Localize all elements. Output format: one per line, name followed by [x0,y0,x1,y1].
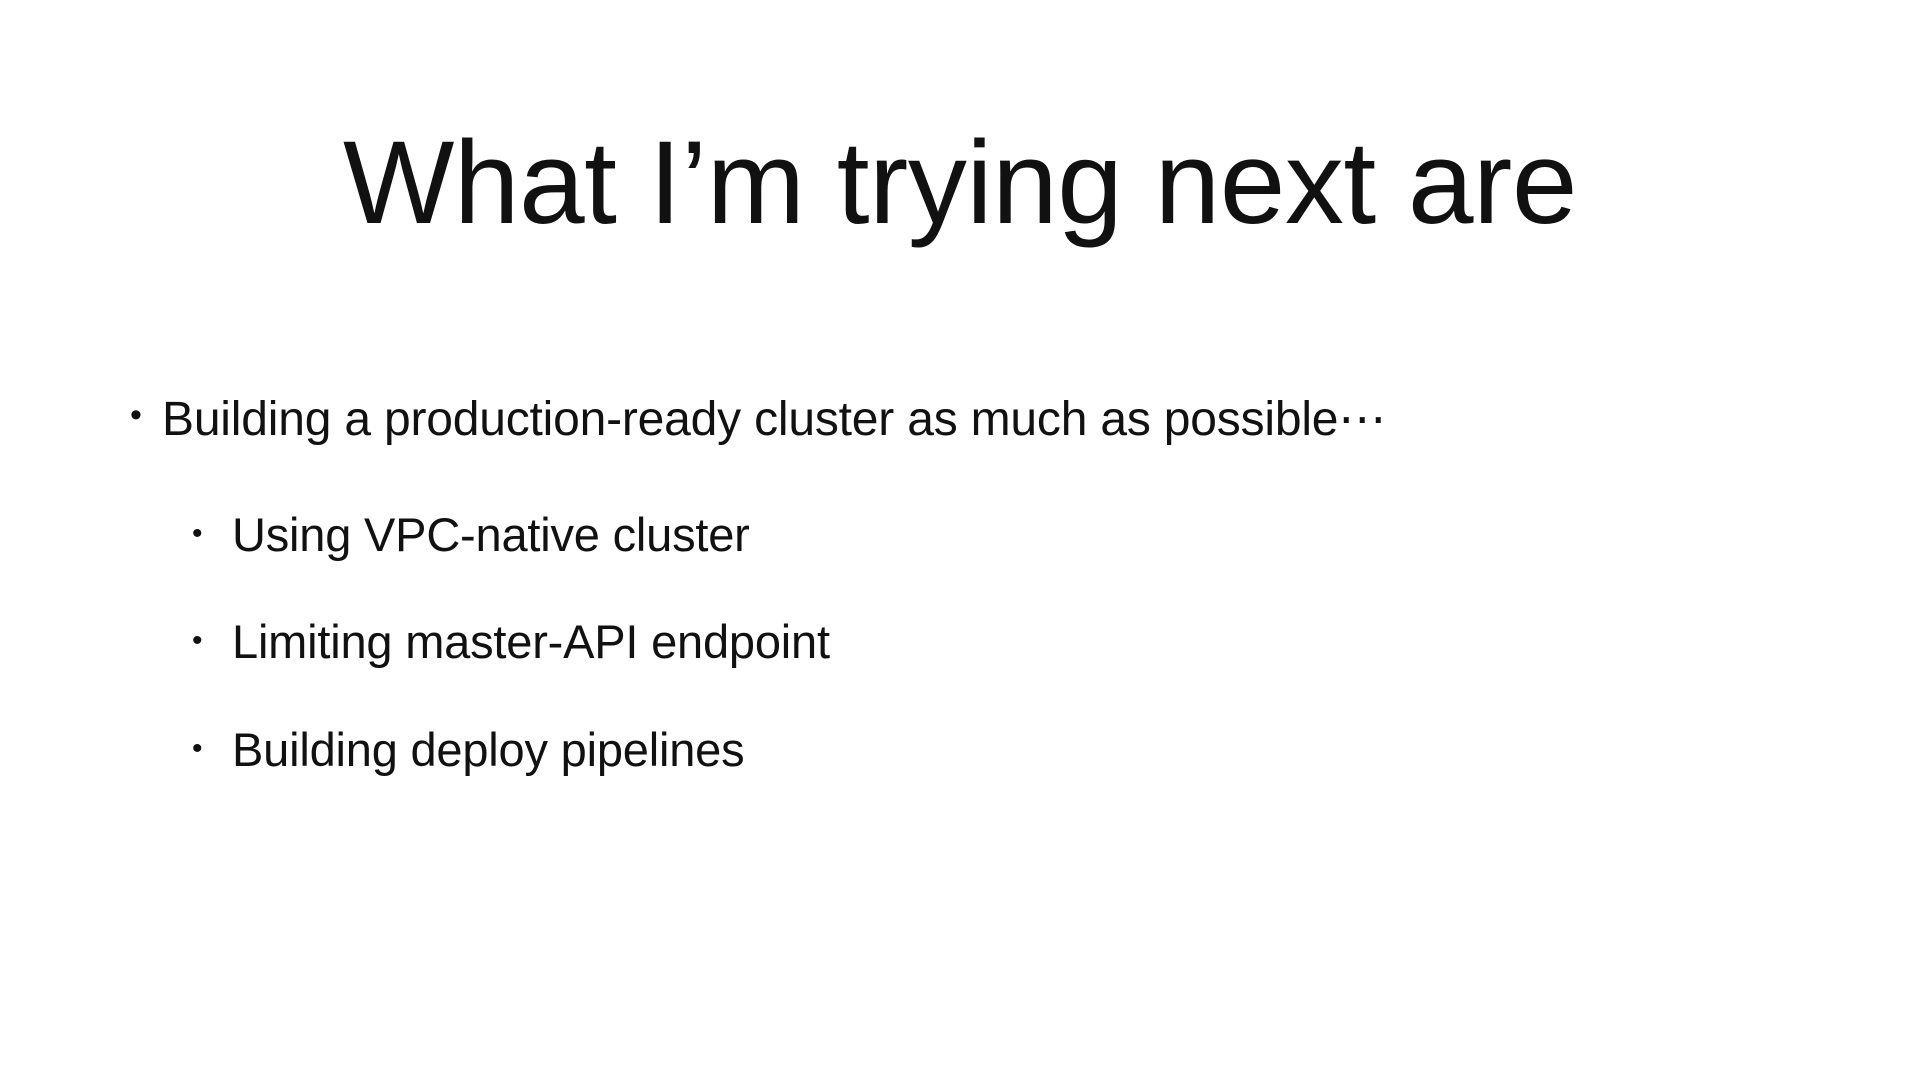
bullet-item-label: Using VPC-native cluster [232,507,750,561]
bullet-dot-icon: • [192,624,203,658]
bullet-dot-icon: • [192,516,203,550]
bullet-item-label: Limiting master-API endpoint [232,615,830,669]
bullet-item-label: Building a production-ready cluster as m… [162,393,1387,446]
slide-body-bullet-list: • Building a production-ready cluster as… [130,392,1830,777]
bullet-dot-icon: • [130,396,142,434]
bullet-item-sub-vpc-native: • Using VPC-native cluster [192,507,1830,562]
slide-title: What I’m trying next are [343,117,1577,250]
bullet-item-label: Building deploy pipelines [232,722,745,776]
bullet-item-primary: • Building a production-ready cluster as… [130,392,1830,449]
bullet-item-sub-master-api: • Limiting master-API endpoint [192,614,1830,669]
bullet-item-sub-deploy-pipelines: • Building deploy pipelines [192,722,1830,777]
bullet-dot-icon: • [192,731,203,765]
